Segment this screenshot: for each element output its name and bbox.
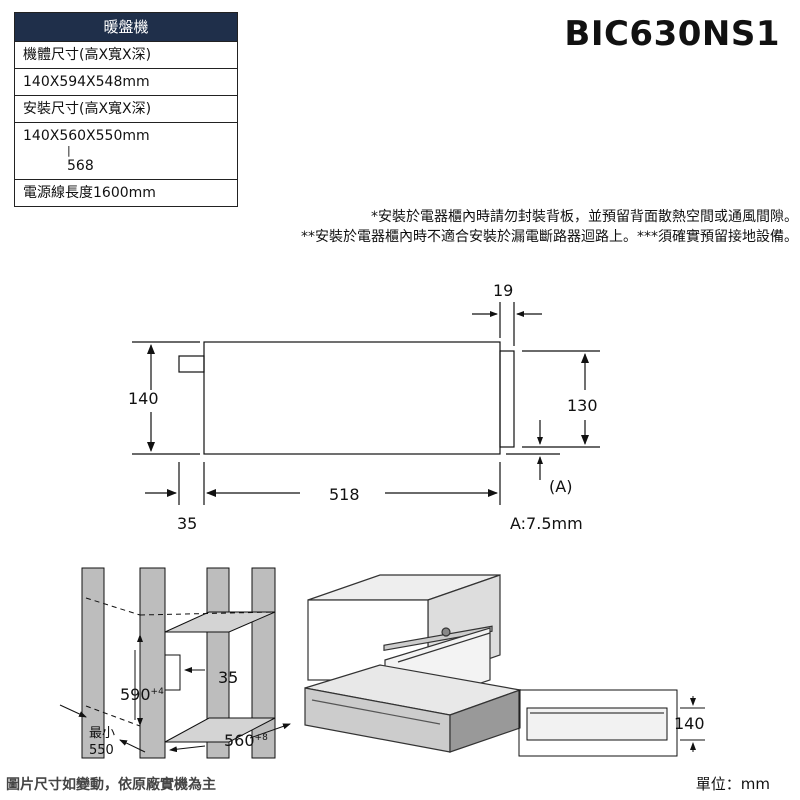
dim-gap-value: A:7.5mm xyxy=(510,514,583,533)
dim-front-height-label: 130 xyxy=(567,396,598,415)
install-size-range-bar: | xyxy=(67,144,71,157)
dim-body-depth-label: 518 xyxy=(329,485,360,504)
rear-connector xyxy=(178,355,205,373)
install-size-alt-depth: 568 xyxy=(67,158,94,174)
unit-label: 單位：mm xyxy=(695,775,770,793)
disclaimer-text: 圖片尺寸如變動，依原廠實機為主 xyxy=(6,777,216,793)
cabinet-depth-prefix: 最小 xyxy=(89,726,115,741)
dim-rear-offset-label: 35 xyxy=(177,514,197,533)
cabinet-height-tolerance: +4 xyxy=(151,687,165,697)
cabinet-width-label: 560+8 xyxy=(224,731,268,750)
cabinet-offset-label: 35 xyxy=(218,668,238,687)
oven-illustration xyxy=(307,574,501,716)
model-number: BIC630NS1 xyxy=(564,14,780,54)
spec-row-power-cord: 電源線長度1600mm xyxy=(14,179,238,207)
cabinet-niche-drawing xyxy=(59,567,291,759)
dim-height-label: 140 xyxy=(128,389,159,408)
dim-front-depth-label: 19 xyxy=(493,281,513,300)
dim-gap-label: (A) xyxy=(549,477,572,496)
installation-note-2: **安裝於電器櫃內時不適合安裝於漏電斷路器迴路上。***須確實預留接地設備。 xyxy=(301,229,798,245)
detail-height-label: 140 xyxy=(674,714,705,733)
spec-row-body-size-value: 140X594X548mm xyxy=(14,68,238,96)
spec-row-body-size-label: 機體尺寸(高X寬X深) xyxy=(14,41,238,69)
installation-note-1: *安裝於電器櫃內時請勿封裝背板，並預留背面散熱空間或通風間隙。 xyxy=(371,209,798,225)
front-detail-drawing xyxy=(518,689,705,757)
install-size-main: 140X560X550mm xyxy=(23,128,150,144)
warming-drawer-illustration xyxy=(304,664,523,753)
warming-drawer-body xyxy=(203,341,501,455)
cabinet-width-value: 560 xyxy=(224,731,255,750)
cabinet-width-tolerance: +8 xyxy=(255,733,269,743)
cabinet-height-label: 590+4 xyxy=(120,685,164,704)
cabinet-height-value: 590 xyxy=(120,685,151,704)
cabinet-depth-label: 550 xyxy=(89,743,114,758)
spec-row-install-size-value: 140X560X550mm | 568 xyxy=(14,122,238,180)
side-view-drawing xyxy=(132,302,600,505)
front-panel xyxy=(499,350,515,448)
spec-table: 暖盤機 機體尺寸(高X寬X深) 140X594X548mm 安裝尺寸(高X寬X深… xyxy=(14,12,238,207)
spec-table-header: 暖盤機 xyxy=(14,12,238,42)
